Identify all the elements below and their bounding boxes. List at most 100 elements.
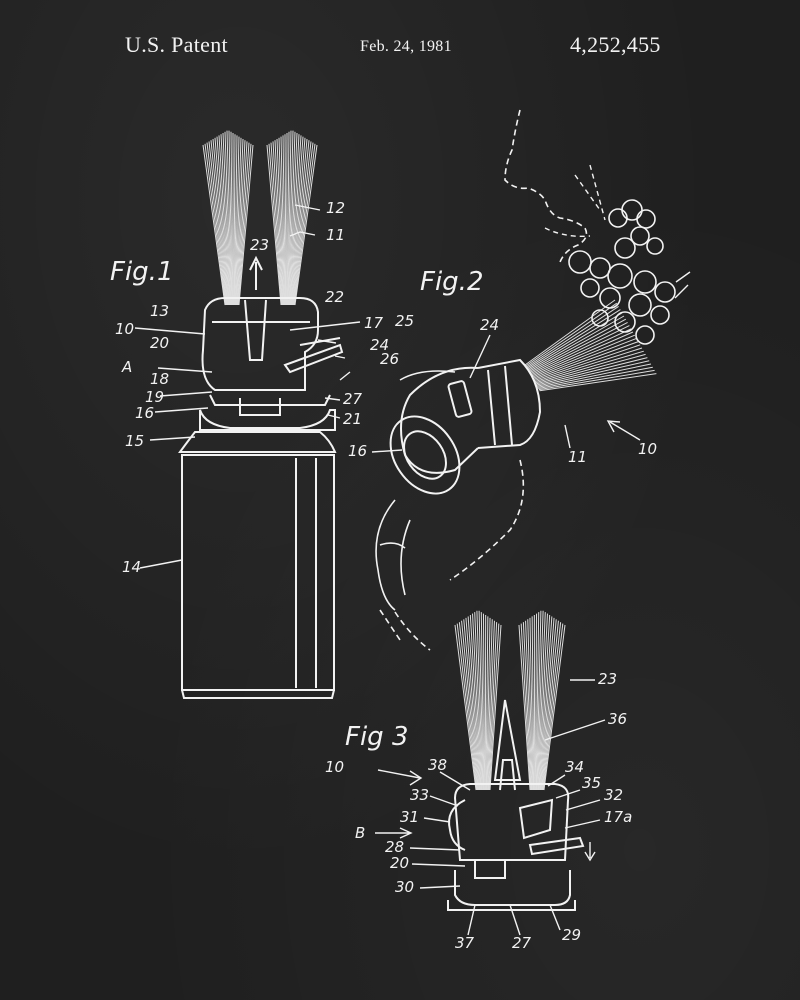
fig1-leader-can [139,559,183,569]
ref-fig1-22: 22 [325,288,344,306]
ref-fig1-20: 20 [150,334,169,352]
fig2-handle [400,366,479,474]
fig3-leaders-top [544,679,606,741]
ref-fig3-37: 37 [455,934,475,952]
fig2-collar [477,358,542,449]
ref-fig1-15: 15 [125,432,144,450]
ref-fig3-29: 29 [562,926,581,944]
ref-fig1-11: 11 [326,226,345,244]
ref-fig3-17a: 17a [604,808,632,826]
fig3-lever [528,836,585,856]
ref-fig3-28: 28 [385,838,404,856]
fig1-valve [239,398,281,416]
fig1-drawing: Fig.1 12 11 23 22 13 17 25 10 20 24 26 A… [110,130,414,699]
fig3-leaders-bottom [467,904,561,936]
ref-fig3-B: B [355,824,365,842]
fig2-face-profile [504,109,588,263]
fig1-neck [178,431,337,453]
fig3-head [453,783,570,861]
fig1-leaders-right [317,339,351,419]
fig2-collar-bands [487,365,513,446]
fig3-bristles [454,610,566,791]
fig1-label: Fig.1 [110,257,174,287]
fig1-arrow-23 [249,255,263,290]
fig3-ref-labels: 23 36 10 38 34 35 32 33 31 17a B 28 20 3… [325,670,632,952]
fig2-leader-10 [606,420,641,441]
ref-fig3-30: 30 [395,878,414,896]
ref-fig1-A: A [121,358,132,376]
fig3-base [454,870,571,906]
fig3-drawing: Fig 3 23 36 10 38 34 35 32 33 31 17a B 2… [325,610,632,952]
ref-fig2-11: 11 [568,448,587,466]
ref-fig1-18: 18 [150,370,169,388]
fig3-arrow-B [375,827,413,839]
fig2-drawing: Fig.2 24 16 11 10 [348,109,691,651]
ref-fig1-16: 16 [135,404,154,422]
fig3-lever-arrow [584,842,596,862]
fig2-fingers [375,499,411,611]
fig3-stem [493,699,522,781]
fig2-thumb [399,370,456,381]
ref-fig2-16: 16 [348,442,367,460]
fig2-lip [544,227,591,238]
fig1-bristles [202,130,318,306]
fig1-head [201,297,319,391]
ref-fig3-34: 34 [565,758,584,776]
ref-fig1-10: 10 [115,320,134,338]
ref-fig1-27: 27 [343,390,363,408]
fig1-leaders-top [289,204,321,237]
fig3-arrow-10 [377,769,423,786]
ref-fig3-10: 10 [325,758,344,776]
fig2-leader-24 [469,334,491,379]
fig2-button [447,380,473,418]
ref-fig1-19: 19 [145,388,164,406]
fig1-leaders-left [134,327,213,441]
fig2-ref-labels: 24 16 11 10 [348,316,657,466]
ref-fig3-35: 35 [582,774,601,792]
patent-date: Feb. 24, 1981 [360,38,452,55]
fig3-valve-stem [499,759,516,791]
fig2-jaw-lines [574,164,606,221]
ref-fig3-32: 32 [604,786,623,804]
fig1-stem [244,299,267,361]
ref-fig3-31: 31 [400,808,419,826]
fig1-lever-line [299,337,341,346]
ref-fig1-23: 23 [250,236,269,254]
ref-fig3-36: 36 [608,710,627,728]
ref-fig1-26: 26 [380,350,399,368]
ref-fig1-25: 25 [395,312,414,330]
fig1-base [199,409,336,431]
fig1-can [181,454,335,691]
ref-fig1-14: 14 [122,558,141,576]
fig2-lather [568,199,676,345]
ref-fig1-12: 12 [326,199,345,217]
ref-fig1-24: 24 [370,336,389,354]
patent-number: 4,252,455 [570,32,661,57]
fig1-lever [283,343,344,374]
fig2-spray-lines [674,271,691,299]
fig1-base-top [209,394,331,406]
patent-label: U.S. Patent [125,32,228,57]
fig1-ref-labels: 12 11 23 22 13 17 25 10 20 24 26 A 18 19… [115,199,414,576]
fig3-valve [474,859,506,879]
ref-fig3-27: 27 [512,934,532,952]
fig3-leaders-left [409,771,471,889]
fig3-leaders-right [547,774,601,829]
fig2-label: Fig.2 [420,267,484,297]
fig3-side-lever [448,799,466,851]
ref-fig3-23: 23 [598,670,617,688]
fig2-bristles [524,299,657,392]
ref-fig1-21: 21 [343,410,362,428]
fig1-leader-17 [289,321,361,331]
ref-fig2-24: 24 [480,316,499,334]
ref-fig3-38: 38 [428,756,447,774]
fig3-chamber [518,798,554,840]
fig2-wrist [379,609,431,651]
fig2-leader-16 [371,449,403,453]
ref-fig1-17: 17 [364,314,384,332]
fig2-nozzle-inner [403,430,447,480]
fig1-can-bottom [181,689,335,699]
fig3-label: Fig 3 [345,722,409,752]
fig2-palm [449,459,525,581]
